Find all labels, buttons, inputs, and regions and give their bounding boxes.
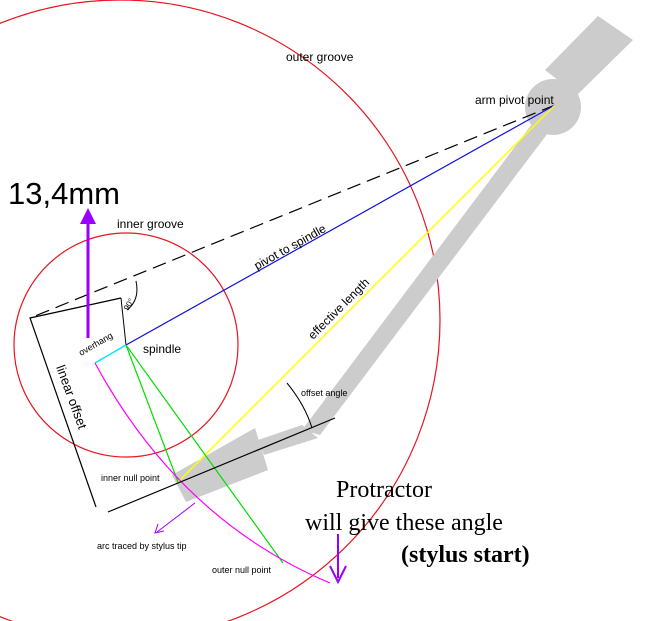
outer-groove-circle: [0, 0, 441, 621]
inner-groove-circle: [13, 232, 239, 458]
protractor-line-3: (stylus start): [401, 542, 530, 568]
dashed-reference-line: [29, 104, 556, 319]
pivot-to-spindle-line: [125, 104, 556, 346]
arm-pivot-label: arm pivot point: [475, 93, 554, 107]
outer-null-label: outer null point: [212, 565, 272, 575]
right-angle-arc: [126, 280, 138, 311]
outer-null-line: [125, 344, 284, 564]
inner-null-label: inner null point: [101, 473, 160, 483]
arc-label-arrow: [154, 502, 196, 534]
linear-offset-label: linear offset: [53, 363, 90, 431]
outer-groove-label: outer groove: [286, 50, 354, 64]
inner-null-line: [125, 344, 179, 483]
stylus-arc: [94, 362, 331, 584]
tonearm: [172, 16, 633, 502]
protractor-line-1: Protractor: [336, 477, 432, 503]
arc-traced-label: arc traced by stylus tip: [97, 541, 187, 551]
spindle-label: spindle: [143, 342, 181, 356]
pivot-to-spindle-label: pivot to spindle: [252, 221, 329, 272]
arm-counterweight: [545, 16, 633, 95]
cartridge-line: [107, 417, 336, 513]
overhang-label: overhang: [77, 330, 115, 357]
inner-groove-label: inner groove: [117, 217, 184, 231]
measurement-annotation: 13,4mm: [8, 176, 120, 211]
overhang-line: [94, 344, 127, 364]
arm-tube: [302, 112, 557, 435]
offset-angle-arc: [286, 382, 313, 429]
offset-angle-label: offset angle: [301, 388, 347, 398]
offset-perpendicular: [120, 297, 127, 346]
effective-length-line: [177, 104, 556, 483]
linear-offset-box: [29, 297, 122, 508]
right-angle-label: 90°: [122, 297, 136, 312]
effective-length-label: effective length: [305, 275, 372, 342]
measurement-arrow: [80, 208, 96, 338]
protractor-arrow: [329, 534, 347, 585]
protractor-line-2: will give these angle: [305, 510, 503, 536]
arm-elbow: [258, 425, 318, 455]
